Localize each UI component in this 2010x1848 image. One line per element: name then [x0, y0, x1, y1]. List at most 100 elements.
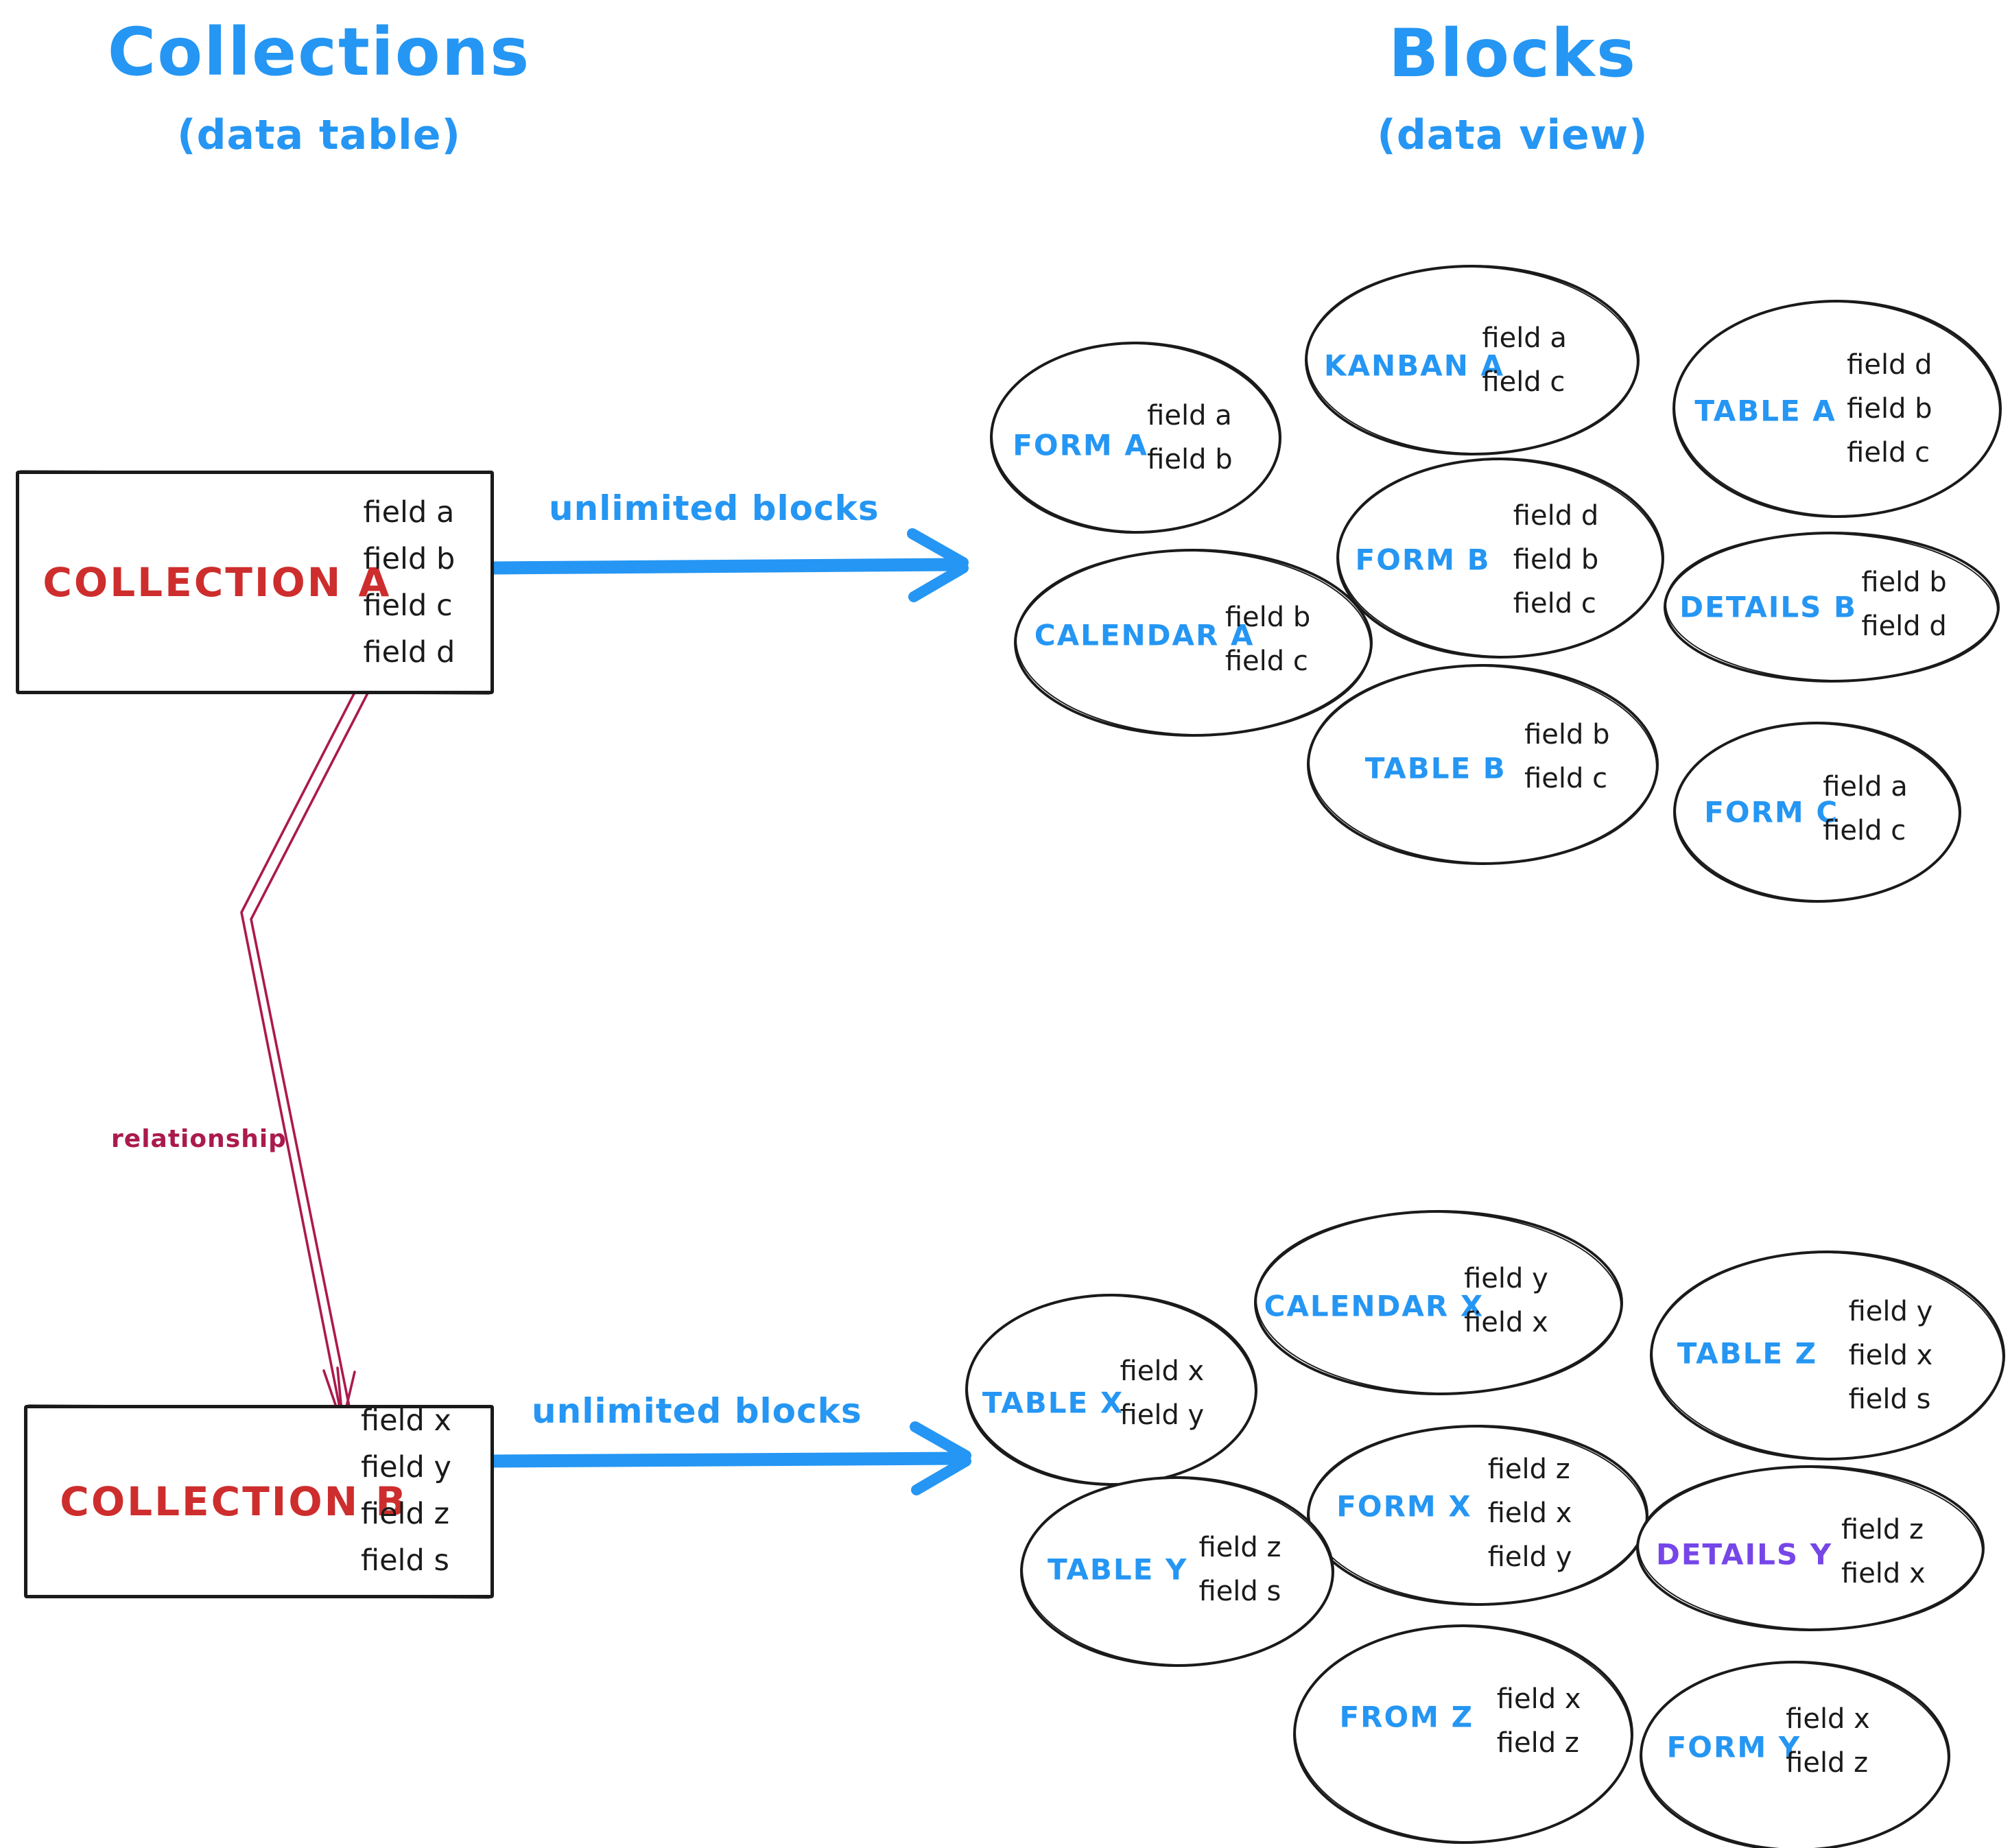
- field-item: field s: [1198, 1576, 1281, 1608]
- block-label: TABLE Y: [1048, 1552, 1188, 1587]
- block-fields: field z field x field y: [1488, 1447, 1572, 1579]
- field-item: field x: [1841, 1557, 1926, 1589]
- block-fields: field z field s: [1199, 1526, 1281, 1613]
- field-item: field x: [1496, 1683, 1581, 1716]
- field-item: field x: [361, 1403, 451, 1438]
- block-fields: field y field x field s: [1849, 1290, 1933, 1421]
- collection-b-fields: field x field y field z field s: [361, 1397, 451, 1584]
- block-label: KANBAN A: [1324, 348, 1504, 383]
- collection-b-box: COLLECTION B field x field y field z fie…: [24, 1403, 494, 1598]
- field-item: field z: [1496, 1727, 1579, 1760]
- field-item: field x: [1464, 1307, 1548, 1339]
- block-label: FORM Y: [1666, 1730, 1801, 1764]
- block-form-a: FORM A field a field b: [990, 342, 1281, 534]
- collection-a-fields: field a field b field c field d: [364, 489, 456, 676]
- collection-b-name: COLLECTION B: [60, 1478, 408, 1525]
- block-table-z: TABLE Z field y field x field s: [1650, 1251, 2005, 1460]
- block-label: DETAILS B: [1679, 590, 1857, 624]
- block-table-y: TABLE Y field z field s: [1020, 1476, 1334, 1667]
- field-item: field y: [1487, 1541, 1572, 1574]
- unlimited-blocks-label-top: unlimited blocks: [549, 488, 879, 528]
- block-details-b: DETAILS B field b field d: [1664, 532, 2000, 683]
- field-item: field s: [1848, 1384, 1931, 1415]
- field-item: field c: [1513, 588, 1596, 620]
- field-item: field a: [363, 495, 455, 530]
- field-item: field x: [1786, 1703, 1870, 1736]
- field-item: field z: [1487, 1454, 1570, 1486]
- field-item: field b: [363, 542, 456, 576]
- block-fields: field a field c: [1823, 765, 1908, 853]
- block-label: FORM C: [1704, 795, 1839, 829]
- relationship-label: relationship: [111, 1125, 287, 1153]
- block-fields: field x field z: [1786, 1697, 1870, 1785]
- collections-subtitle: (data table): [177, 111, 461, 159]
- block-fields: field b field c: [1524, 713, 1609, 801]
- field-item: field d: [1847, 349, 1932, 381]
- block-calendar-x: CALENDAR X field y field x: [1254, 1210, 1623, 1395]
- block-kanban-a: KANBAN A field a field c: [1305, 265, 1640, 455]
- field-item: field z: [361, 1496, 450, 1531]
- field-item: field y: [1120, 1399, 1205, 1432]
- field-item: field b: [1861, 566, 1947, 598]
- block-label: CALENDAR A: [1034, 618, 1255, 652]
- field-item: field a: [1482, 322, 1567, 354]
- field-item: field c: [1225, 645, 1308, 677]
- unlimited-blocks-arrow-top: [484, 528, 969, 602]
- block-label: DETAILS Y: [1656, 1537, 1833, 1572]
- block-fields: field b field d: [1861, 560, 1946, 648]
- block-label: FORM X: [1336, 1489, 1472, 1524]
- block-label: TABLE Z: [1677, 1336, 1818, 1371]
- field-item: field c: [1524, 763, 1608, 795]
- collection-a-name: COLLECTION A: [43, 559, 392, 606]
- block-form-x: FORM X field z field x field y: [1307, 1425, 1648, 1606]
- field-item: field b: [1147, 444, 1233, 475]
- relationship-arrow: [240, 676, 375, 1427]
- field-item: field a: [1823, 770, 1908, 803]
- field-item: field y: [1464, 1263, 1548, 1295]
- block-label: FORM B: [1355, 543, 1491, 577]
- collection-a-box: COLLECTION A field a field b field c fie…: [16, 471, 494, 694]
- field-item: field d: [363, 635, 456, 670]
- block-fields: field y field x: [1464, 1257, 1548, 1344]
- field-item: field y: [1848, 1296, 1933, 1327]
- block-details-y: DETAILS Y field z field x: [1636, 1465, 1985, 1631]
- field-item: field b: [1225, 601, 1311, 633]
- blocks-title: Blocks: [1388, 15, 1637, 92]
- field-item: field a: [1147, 400, 1232, 431]
- block-label: TABLE B: [1364, 751, 1506, 785]
- block-fields: field d field b field c: [1513, 494, 1598, 626]
- block-fields: field x field z: [1497, 1677, 1581, 1765]
- field-item: field z: [1841, 1513, 1924, 1545]
- block-fields: field b field c: [1225, 595, 1310, 683]
- field-item: field z: [1198, 1532, 1281, 1564]
- field-item: field c: [1847, 437, 1930, 469]
- field-item: field s: [361, 1543, 449, 1578]
- block-fields: field a field c: [1482, 316, 1567, 404]
- blocks-subtitle: (data view): [1377, 111, 1648, 159]
- unlimited-blocks-arrow-bottom: [484, 1421, 971, 1495]
- block-table-x: TABLE X field x field y: [965, 1294, 1257, 1486]
- field-item: field d: [1513, 500, 1599, 532]
- block-label: CALENDAR X: [1264, 1289, 1485, 1323]
- block-fields: field z field x: [1841, 1508, 1926, 1596]
- block-table-a: TABLE A field d field b field c: [1672, 300, 2002, 518]
- block-fields: field x field y: [1120, 1349, 1205, 1437]
- block-calendar-a: CALENDAR A field b field c: [1014, 549, 1373, 737]
- field-item: field x: [1848, 1340, 1933, 1371]
- field-item: field c: [1823, 814, 1906, 846]
- unlimited-blocks-label-bottom: unlimited blocks: [532, 1391, 862, 1431]
- block-from-z: FROM Z field x field z: [1293, 1624, 1633, 1844]
- field-item: field b: [1847, 393, 1932, 425]
- field-item: field c: [1482, 366, 1565, 398]
- field-item: field b: [1513, 544, 1599, 576]
- block-form-y: FORM Y field x field z: [1640, 1661, 1950, 1848]
- field-item: field y: [361, 1449, 451, 1484]
- block-label: TABLE X: [982, 1386, 1124, 1420]
- block-table-b: TABLE B field b field c: [1307, 664, 1659, 865]
- field-item: field x: [1120, 1355, 1205, 1388]
- field-item: field x: [1487, 1497, 1572, 1530]
- block-label: TABLE A: [1694, 394, 1836, 428]
- block-form-b: FORM B field d field b field c: [1336, 458, 1664, 659]
- block-label: FORM A: [1013, 428, 1148, 462]
